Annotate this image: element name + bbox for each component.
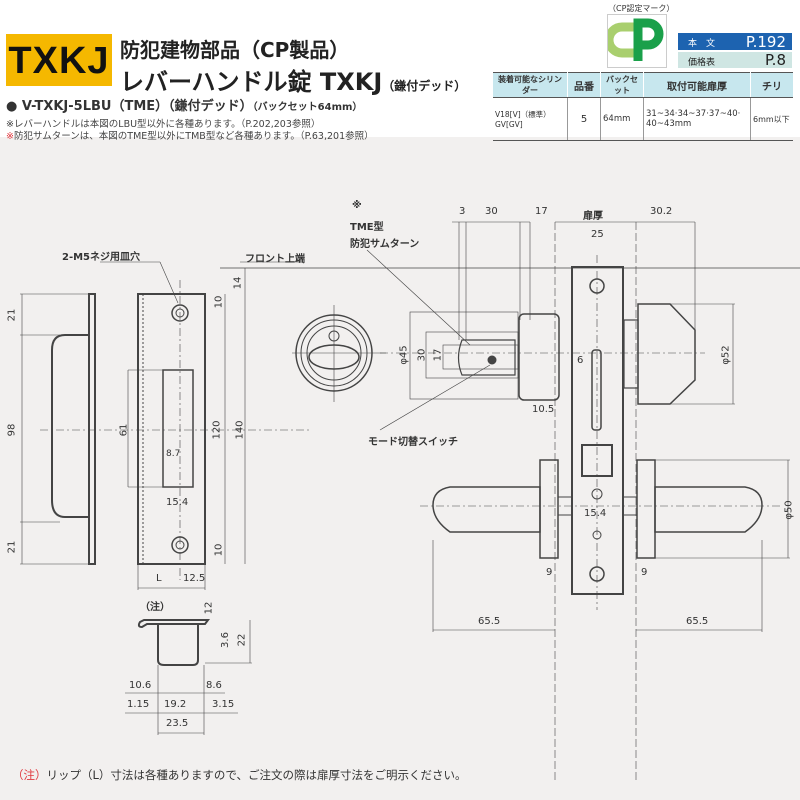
dim-30a: 30 [485, 206, 498, 217]
dim-10-5: 10.5 [532, 404, 555, 415]
col-header: 取付可能扉厚 [643, 72, 751, 98]
label-note: （注） [140, 602, 170, 613]
thickness-1: 31~34·34~37·37~40· [646, 109, 741, 119]
dim-17a: 17 [535, 206, 548, 217]
product-badge: TXKJ [6, 34, 112, 86]
dim-65-5b: 65.5 [686, 616, 709, 627]
dim-12-5: 12.5 [183, 573, 206, 584]
col-header: 品番 [567, 72, 601, 98]
footer-text: リップ（L）寸法は各種ありますので、ご注文の際は扉厚寸法をご明示ください。 [46, 768, 467, 782]
title-line2: レバーハンドル錠 TXKJ（鎌付デッド） [120, 62, 466, 97]
dim-15-4b: 15.4 [584, 508, 607, 519]
dim-19-2: 19.2 [164, 699, 187, 710]
thickness-2: 40~43mm [646, 119, 692, 129]
page-ref-main: 本 文 P.192 [678, 33, 792, 51]
dim-25: 25 [591, 229, 604, 240]
lip-section [125, 619, 252, 735]
dim-phi52: φ52 [720, 345, 732, 365]
dim-17b: 17 [432, 348, 444, 362]
dim-3: 3 [459, 206, 466, 217]
title-suffix: （鎌付デッド） [382, 79, 467, 93]
dim-21a: 21 [6, 308, 18, 322]
cp-logo [607, 14, 667, 68]
dim-23-5: 23.5 [166, 718, 189, 729]
dim-9b: 9 [641, 567, 648, 578]
thumbturn-front-view [292, 305, 386, 402]
dim-61: 61 [118, 423, 130, 437]
ref-page: P.192 [745, 33, 786, 51]
dim-1-15: 1.15 [127, 699, 150, 710]
dim-3-15: 3.15 [212, 699, 235, 710]
dim-10-6: 10.6 [129, 680, 152, 691]
dim-12: 12 [203, 601, 215, 615]
title-line1: 防犯建物部品（CP製品） [120, 38, 350, 62]
dim-phi50: φ50 [783, 500, 795, 520]
cp-caption: （CP認定マーク） [608, 4, 675, 13]
dim-phi45: φ45 [398, 345, 410, 365]
footer-note: （注）リップ（L）寸法は各種ありますので、ご注文の際は扉厚寸法をご明示ください。 [12, 767, 466, 783]
label-door-thickness: 扉厚 [583, 211, 603, 222]
strike-front-view [100, 261, 800, 590]
lever-handles [420, 459, 790, 632]
label-front-top: フロント上端 [245, 254, 305, 265]
lock-body-view [366, 221, 735, 780]
cell-part-no: 5 [567, 97, 601, 141]
dim-10b: 10 [213, 543, 225, 557]
note-text: 防犯サムターンは、本図のTME型以外にTMB型など各種あります。（P.63,20… [13, 131, 374, 142]
dim-22: 22 [236, 633, 248, 647]
dim-14: 14 [232, 276, 244, 290]
note-mark: ※ [6, 131, 14, 142]
title-text: レバーハンドル錠 TXKJ [120, 68, 383, 96]
label-tme: TME型 [350, 222, 384, 233]
dim-98: 98 [6, 423, 18, 437]
dim-8-7: 8.7 [166, 449, 181, 459]
note-lever: ※レバーハンドルは本図のLBU型以外に各種あります。（P.202,203参照） [6, 119, 321, 130]
cell-backset: 64mm [600, 97, 644, 141]
cell-cylinder: V18[V]（標準）GV[GV] [493, 97, 568, 141]
label-screw-hole: 2-M5ネジ用皿穴 [62, 252, 141, 263]
model-name: ● V-TXKJ-5LBU（TME）（鎌付デッド）（バックセット64mm） [6, 95, 362, 114]
cylinder-2: GV[GV] [495, 120, 523, 129]
dim-140: 140 [234, 420, 246, 440]
dim-lip: L [156, 573, 162, 584]
col-header: バックセット [600, 72, 644, 98]
model-text: ● V-TXKJ-5LBU（TME）（鎌付デッド） [6, 99, 253, 114]
cell-door-thickness: 31~34·34~37·37~40·40~43mm [643, 97, 751, 141]
dim-10a: 10 [213, 295, 225, 309]
strike-side-view [20, 293, 310, 565]
dim-65-5a: 65.5 [478, 616, 501, 627]
dim-30-2: 30.2 [650, 206, 673, 217]
table-row: V18[V]（標準）GV[GV] 5 64mm 31~34·34~37·37~4… [493, 97, 793, 141]
dim-30b: 30 [416, 348, 428, 362]
ref-label: 本 文 [688, 39, 716, 49]
ref-label: 価格表 [688, 58, 716, 68]
cp-logo-icon [608, 18, 664, 61]
note-thumbturn: ※防犯サムターンは、本図のTME型以外にTMB型など各種あります。（P.63,2… [6, 128, 374, 142]
dim-3-6: 3.6 [219, 632, 231, 648]
dim-15-4a: 15.4 [166, 497, 189, 508]
dim-21b: 21 [6, 540, 18, 554]
dim-120: 120 [211, 420, 223, 440]
cylinder-1: V18[V]（標準） [495, 110, 551, 119]
page-ref-price: 価格表 P.8 [678, 51, 792, 69]
spec-table: 装着可能なシリンダー 品番 バックセット 取付可能扉厚 チリ V18[V]（標準… [493, 72, 793, 141]
dim-6: 6 [577, 355, 584, 366]
dim-8-6: 8.6 [206, 680, 222, 691]
dim-9a: 9 [546, 567, 553, 578]
col-header: 装着可能なシリンダー [493, 72, 568, 98]
cell-chiri: 6mm以下 [750, 97, 793, 141]
model-suffix: （バックセット64mm） [252, 102, 363, 113]
col-header: チリ [750, 72, 793, 98]
label-thumbturn: 防犯サムターン [350, 239, 420, 250]
footer-mark: （注） [12, 768, 47, 782]
ref-page: P.8 [764, 51, 786, 69]
table-header-row: 装着可能なシリンダー 品番 バックセット 取付可能扉厚 チリ [493, 72, 793, 98]
label-mark: ※ [352, 200, 362, 211]
label-mode-switch: モード切替スイッチ [368, 437, 458, 448]
